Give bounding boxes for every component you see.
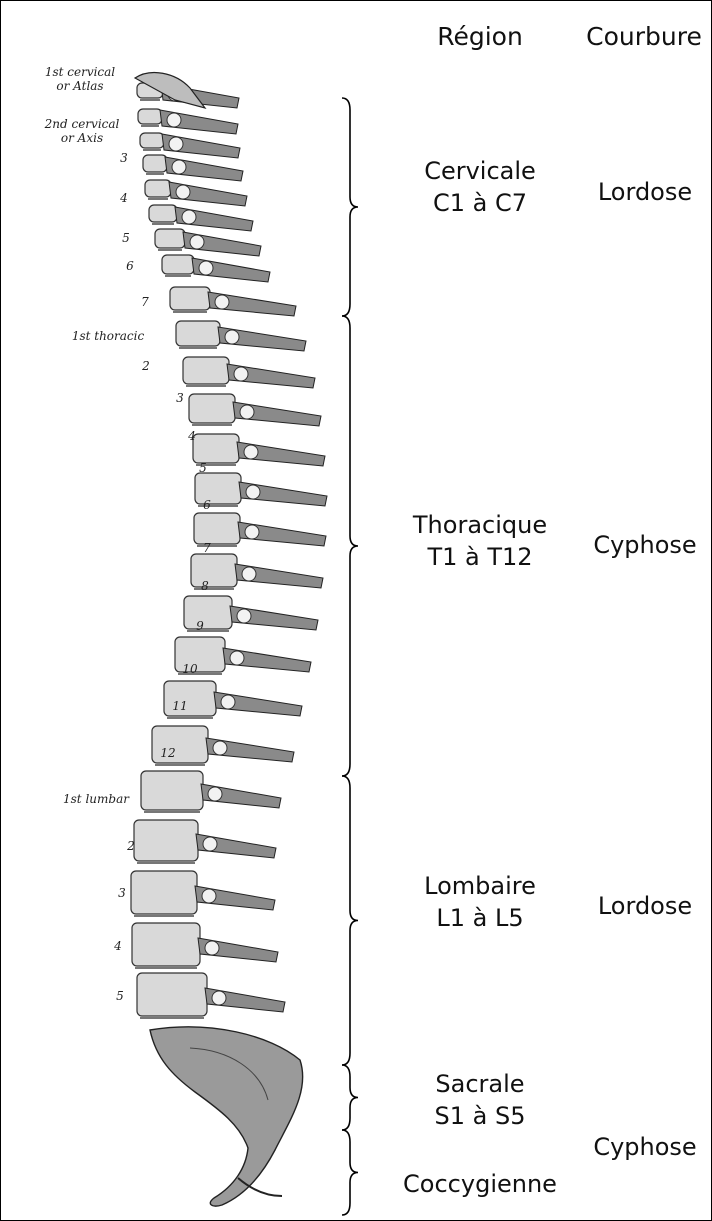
label-cervical-5: 5 bbox=[122, 231, 130, 245]
sacrum bbox=[150, 1027, 303, 1206]
brace-1 bbox=[342, 316, 358, 776]
label-thoracic-9: 9 bbox=[196, 619, 204, 633]
vertebral-body bbox=[138, 109, 162, 124]
vertebral-body bbox=[189, 394, 235, 423]
curvature-cervical: Lordose bbox=[580, 178, 710, 206]
region-sacral-range: S1 à S5 bbox=[380, 1100, 580, 1132]
vertebral-body bbox=[184, 596, 232, 629]
label-atlas-line1: 1st cervical bbox=[45, 65, 115, 79]
articular-facet bbox=[215, 295, 229, 309]
articular-facet bbox=[203, 837, 217, 851]
vertebral-body bbox=[141, 771, 203, 810]
header-curvature: Courbure bbox=[576, 22, 712, 51]
region-cervical: Cervicale C1 à C7 bbox=[380, 155, 580, 219]
articular-facet bbox=[169, 137, 183, 151]
articular-facet bbox=[240, 405, 254, 419]
curvature-sacrococcygeal: Cyphose bbox=[580, 1133, 710, 1161]
articular-facet bbox=[199, 261, 213, 275]
label-thoracic-10: 10 bbox=[182, 662, 198, 676]
region-cervical-name: Cervicale bbox=[380, 155, 580, 187]
label-thoracic-3: 3 bbox=[176, 391, 184, 405]
region-coccygeal-name: Coccygienne bbox=[380, 1168, 580, 1200]
articular-facet bbox=[225, 330, 239, 344]
vertebral-body bbox=[193, 434, 239, 463]
header-region: Région bbox=[420, 22, 540, 51]
vertebral-body bbox=[149, 205, 177, 222]
region-cervical-range: C1 à C7 bbox=[380, 187, 580, 219]
articular-facet bbox=[213, 741, 227, 755]
vertebral-body bbox=[137, 973, 207, 1016]
region-sacral-name: Sacrale bbox=[380, 1068, 580, 1100]
curvature-thoracic: Cyphose bbox=[580, 531, 710, 559]
label-thoracic-5: 5 bbox=[199, 461, 207, 475]
region-lumbar-name: Lombaire bbox=[380, 870, 580, 902]
region-thoracic: Thoracique T1 à T12 bbox=[380, 509, 580, 573]
vertebral-body bbox=[194, 513, 240, 544]
label-axis-line1: 2nd cervical bbox=[44, 117, 120, 131]
region-coccygeal: Coccygienne bbox=[380, 1168, 580, 1200]
articular-facet bbox=[221, 695, 235, 709]
region-thoracic-range: T1 à T12 bbox=[380, 541, 580, 573]
articular-facet bbox=[212, 991, 226, 1005]
vertebral-body bbox=[183, 357, 229, 384]
label-axis-line2: or Axis bbox=[61, 131, 103, 145]
brace-2 bbox=[342, 776, 358, 1065]
articular-facet bbox=[234, 367, 248, 381]
vertebral-body bbox=[195, 473, 241, 504]
articular-facet bbox=[182, 210, 196, 224]
label-cervical-4: 4 bbox=[119, 191, 128, 205]
vertebral-body bbox=[170, 287, 210, 310]
articular-facet bbox=[167, 113, 181, 127]
vertebral-body bbox=[132, 923, 200, 966]
label-thoracic-2: 2 bbox=[141, 359, 150, 373]
vertebral-column bbox=[131, 73, 327, 1206]
articular-facet bbox=[208, 787, 222, 801]
vertebral-body bbox=[134, 820, 198, 861]
label-atlas-line2: or Atlas bbox=[56, 79, 103, 93]
label-thoracic-11: 11 bbox=[172, 699, 187, 713]
vertebral-body bbox=[140, 133, 164, 148]
vertebral-body bbox=[145, 180, 171, 197]
label-thoracic-12: 12 bbox=[160, 746, 175, 760]
articular-facet bbox=[230, 651, 244, 665]
region-lumbar-range: L1 à L5 bbox=[380, 902, 580, 934]
articular-facet bbox=[244, 445, 258, 459]
region-lumbar: Lombaire L1 à L5 bbox=[380, 870, 580, 934]
vertebral-body bbox=[191, 554, 237, 587]
articular-facet bbox=[172, 160, 186, 174]
label-lumbar-5: 5 bbox=[116, 989, 124, 1003]
articular-facet bbox=[190, 235, 204, 249]
label-thoracic-4: 4 bbox=[187, 429, 196, 443]
curvature-lumbar: Lordose bbox=[580, 892, 710, 920]
label-cervical-6: 6 bbox=[126, 259, 134, 273]
articular-facet bbox=[242, 567, 256, 581]
articular-facet bbox=[246, 485, 260, 499]
label-thoracic-1: 1st thoracic bbox=[72, 329, 145, 343]
articular-facet bbox=[205, 941, 219, 955]
label-thoracic-6: 6 bbox=[203, 498, 211, 512]
label-cervical-3: 3 bbox=[120, 151, 128, 165]
articular-facet bbox=[245, 525, 259, 539]
vertebral-body bbox=[155, 229, 185, 248]
region-sacral: Sacrale S1 à S5 bbox=[380, 1068, 580, 1132]
label-thoracic-7: 7 bbox=[203, 541, 211, 555]
vertebral-body bbox=[162, 255, 194, 274]
label-lumbar-2: 2 bbox=[126, 839, 135, 853]
label-lumbar-1: 1st lumbar bbox=[63, 792, 130, 806]
brace-0 bbox=[342, 98, 358, 316]
articular-facet bbox=[202, 889, 216, 903]
region-braces bbox=[342, 98, 358, 1215]
region-thoracic-name: Thoracique bbox=[380, 509, 580, 541]
vertebral-body bbox=[131, 871, 197, 914]
label-lumbar-4: 4 bbox=[113, 939, 122, 953]
brace-3 bbox=[342, 1065, 358, 1130]
label-lumbar-3: 3 bbox=[118, 886, 126, 900]
vertebral-body bbox=[143, 155, 167, 172]
brace-4 bbox=[342, 1130, 358, 1215]
label-thoracic-8: 8 bbox=[201, 579, 209, 593]
articular-facet bbox=[176, 185, 190, 199]
articular-facet bbox=[237, 609, 251, 623]
vertebral-body bbox=[176, 321, 220, 346]
label-cervical-7: 7 bbox=[141, 295, 149, 309]
